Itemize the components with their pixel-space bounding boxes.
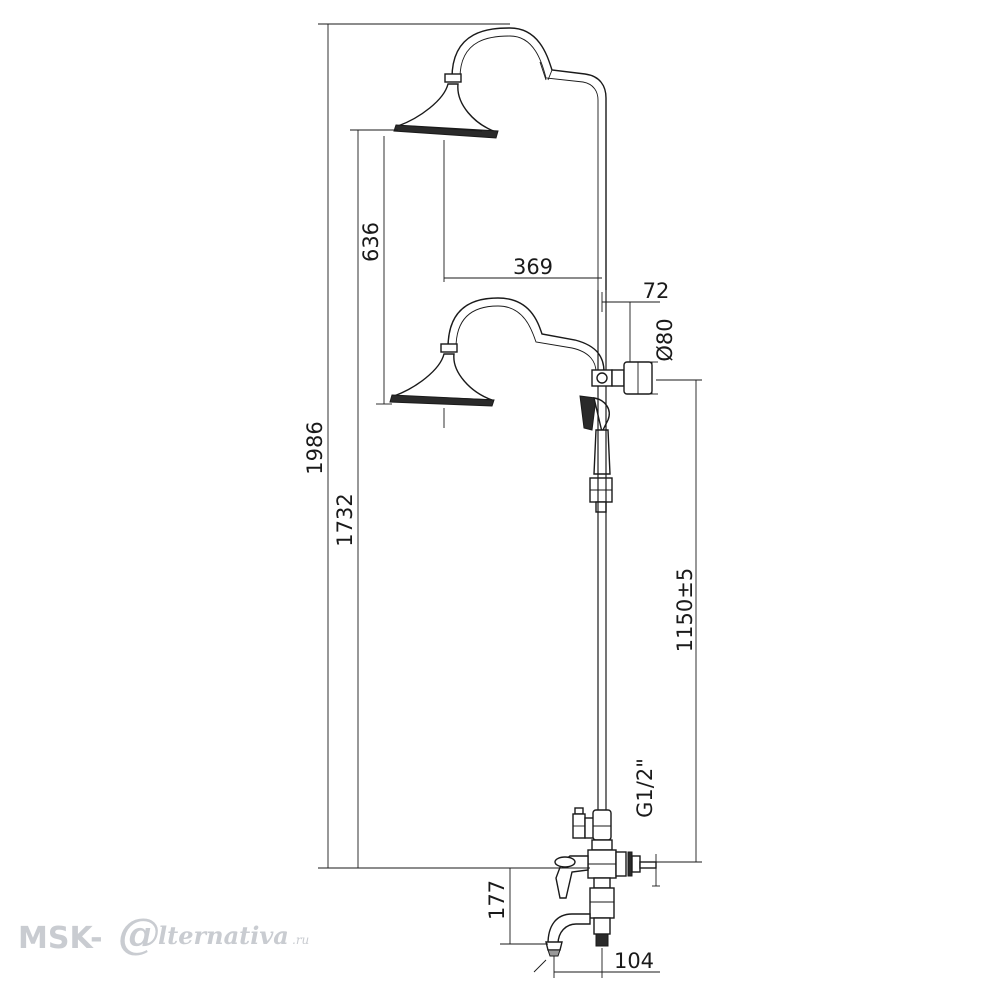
- dim-upper-height: 1732: [333, 493, 357, 546]
- dimension-lines: [318, 23, 702, 978]
- riser-pipe: [579, 290, 653, 810]
- dim-bracket-height: 1150±5: [673, 568, 697, 652]
- dim-wall-offset: 72: [643, 279, 670, 303]
- bath-mixer: [533, 807, 657, 973]
- watermark-suffix: .ru: [292, 933, 309, 947]
- dim-spout-height: 177: [485, 880, 509, 920]
- dim-head-drop: 636: [359, 222, 383, 262]
- watermark-mark: @: [118, 909, 160, 958]
- lower-shower-head: [389, 297, 605, 407]
- watermark-prefix: MSK-: [18, 921, 103, 956]
- dimension-labels: 1986 1732 636 369 72 Ø80 1150±5 G1/2" 17…: [303, 222, 697, 973]
- dim-total-height: 1986: [303, 421, 327, 474]
- watermark-word: lternativa: [158, 921, 289, 950]
- watermark-logo: MSK- @ lternativa .ru: [18, 909, 309, 958]
- dim-spout-reach: 104: [614, 949, 654, 973]
- dim-thread: G1/2": [633, 758, 657, 818]
- dim-diameter: Ø80: [653, 318, 677, 361]
- upper-shower-head: [393, 27, 607, 290]
- dim-arm-reach: 369: [513, 255, 553, 279]
